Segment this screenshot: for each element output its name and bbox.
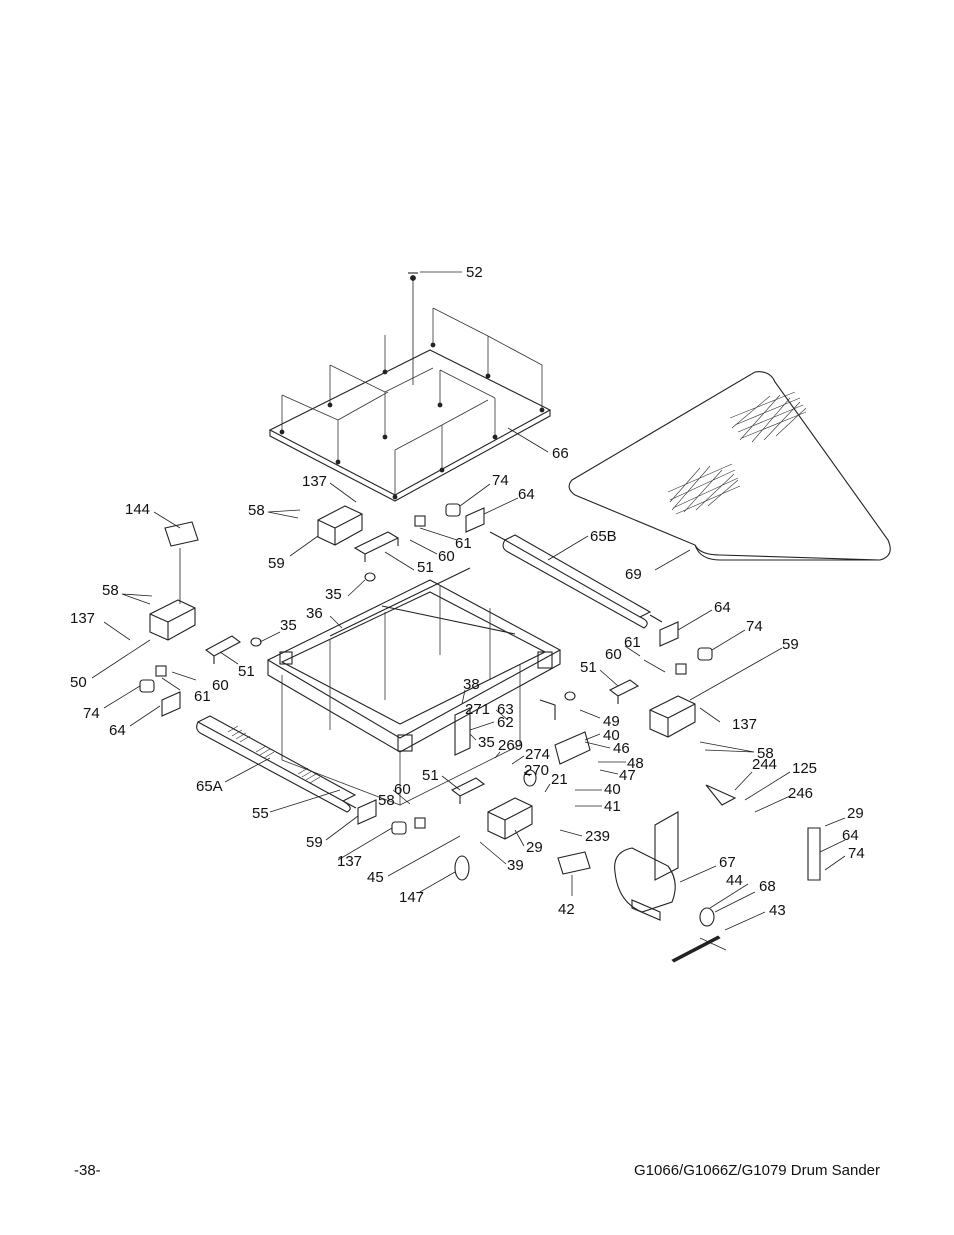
callout-55: 55 — [252, 805, 269, 822]
drum-65b — [489, 531, 663, 629]
callout-69: 69 — [625, 566, 642, 583]
callout-labels: 52 66 137 74 64 144 58 59 61 60 65B 51 6… — [70, 264, 865, 919]
callout-29: 29 — [847, 805, 864, 822]
callout-41: 41 — [604, 798, 621, 815]
callout-271: 271 — [465, 701, 490, 718]
bearing-block-50 — [149, 599, 196, 641]
callout-65b: 65B — [590, 528, 617, 545]
callout-64: 64 — [518, 486, 535, 503]
callout-52: 52 — [466, 264, 483, 281]
callout-36: 36 — [306, 605, 323, 622]
callout-40: 40 — [604, 781, 621, 798]
callout-58: 239 — [585, 828, 610, 845]
callout-63: 63 — [497, 701, 514, 718]
callout-58: 58 — [757, 745, 774, 762]
bearing-block-59-right — [649, 695, 696, 738]
callout-74: 74 — [492, 472, 509, 489]
callout-60: 60 — [438, 548, 455, 565]
callout-42: 43 — [769, 902, 786, 919]
callout-61: 61 — [624, 634, 641, 651]
callout-137: 137 — [70, 610, 95, 627]
callout-21: 21 — [551, 771, 568, 788]
callout-58: 58 — [102, 582, 119, 599]
callout-239: 64 — [842, 827, 859, 844]
labels-144-147 — [164, 521, 591, 875]
callout-68: 147 — [399, 889, 424, 906]
callout-44: 68 — [759, 878, 776, 895]
bearing-block-59-bottom — [487, 797, 533, 840]
callout-61: 61 — [194, 688, 211, 705]
callout-137: 137 — [732, 716, 757, 733]
page-number: -38- — [74, 1162, 101, 1179]
brackets-51 — [204, 531, 640, 804]
callout-58: 58 — [248, 502, 265, 519]
callout-39: 67 — [719, 854, 736, 871]
plate-239 — [807, 827, 821, 881]
callout-66: 66 — [552, 445, 569, 462]
base-frame-36 — [266, 567, 562, 806]
callout-47: 47 — [619, 767, 636, 784]
callout-45: 44 — [726, 872, 743, 889]
callout-59: 59 — [268, 555, 285, 572]
callout-270: 270 — [524, 762, 549, 779]
motor-39 — [614, 811, 679, 921]
callout-59: 59 — [782, 636, 799, 653]
callout-246: 246 — [788, 785, 813, 802]
bearing-block-59-top — [317, 505, 363, 546]
callout-51: 51 — [580, 659, 597, 676]
callout-60: 60 — [394, 781, 411, 798]
callout-137: 137 — [302, 473, 327, 490]
callout-38: 38 — [463, 676, 480, 693]
conveyor-belt-69 — [568, 371, 891, 561]
callout-29: 74 — [848, 845, 865, 862]
callout-51: 51 — [238, 663, 255, 680]
conveyor-bed-66 — [268, 272, 552, 502]
callout-74: 74 — [83, 705, 100, 722]
callout-269: 269 — [498, 737, 523, 754]
callout-125: 125 — [792, 760, 817, 777]
callout-74: 74 — [746, 618, 763, 635]
callout-64: 64 — [109, 722, 126, 739]
callout-64: 64 — [714, 599, 731, 616]
callout-35: 35 — [280, 617, 297, 634]
callout-65a: 65A — [196, 778, 223, 795]
pulley-and-belt — [454, 855, 721, 963]
leader-lines — [91, 271, 846, 951]
callout-61: 58 — [378, 792, 395, 809]
callout-48: 48 — [627, 755, 644, 772]
plates-and-collars — [139, 503, 713, 835]
callout-51: 51 — [417, 559, 434, 576]
callout-51: 51 — [422, 767, 439, 784]
callout-67: 45 — [367, 869, 384, 886]
callout-35: 35 — [478, 734, 495, 751]
callout-244: 244 — [752, 756, 777, 773]
callout-144: 144 — [125, 501, 150, 518]
callout-59: 29 — [526, 839, 543, 856]
callout-40: 40 — [603, 727, 620, 744]
callout-274: 274 — [525, 746, 550, 763]
callout-60: 60 — [212, 677, 229, 694]
callout-74: 137 — [337, 853, 362, 870]
callout-49: 49 — [603, 713, 620, 730]
callout-35: 35 — [325, 586, 342, 603]
callout-147: 42 — [558, 901, 575, 918]
callout-62: 62 — [497, 714, 514, 731]
misc-hardware — [250, 572, 737, 806]
callout-64: 59 — [306, 834, 323, 851]
callout-60: 60 — [605, 646, 622, 663]
document-title: G1066/G1066Z/G1079 Drum Sander — [634, 1162, 880, 1179]
callout-46: 46 — [613, 740, 630, 757]
callout-61: 61 — [455, 535, 472, 552]
drum-65a — [196, 715, 357, 813]
callout-50: 50 — [70, 674, 87, 691]
callout-137: 39 — [507, 857, 524, 874]
